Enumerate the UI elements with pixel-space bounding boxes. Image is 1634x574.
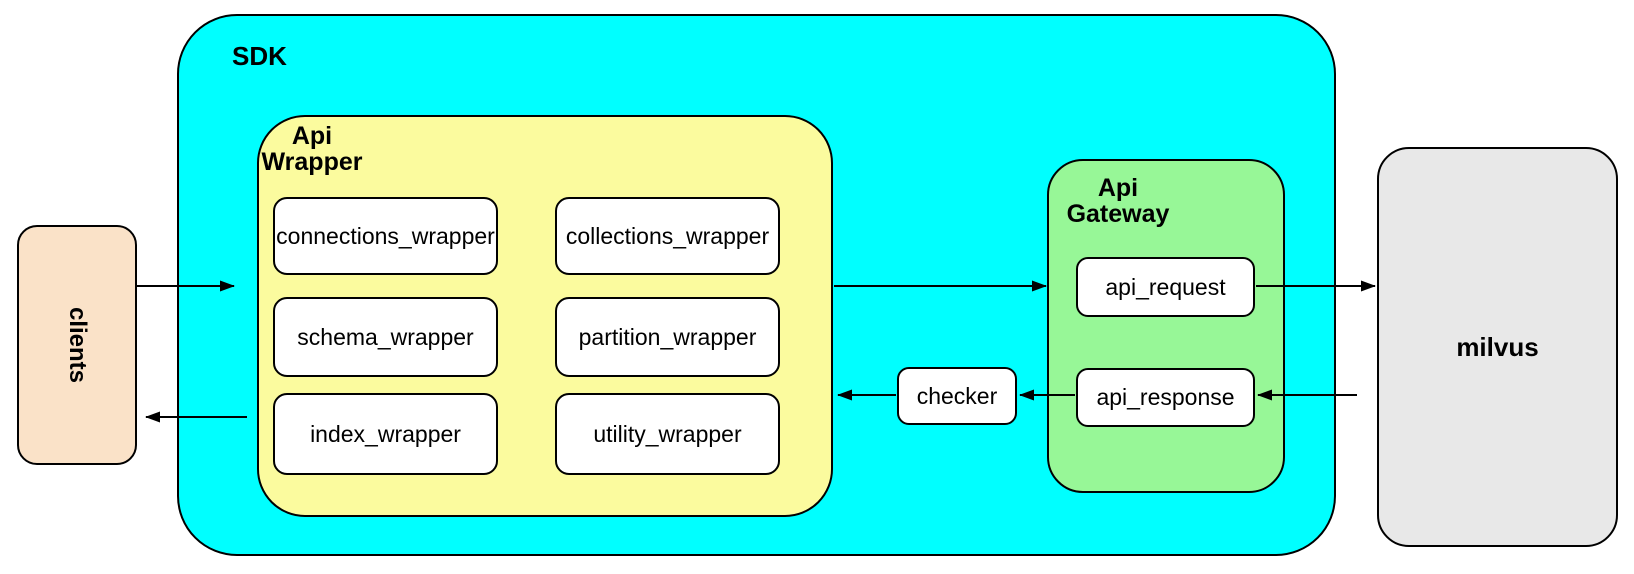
api-gateway-container: Api Gateway <box>1047 159 1285 493</box>
checker-node: checker <box>897 367 1017 425</box>
checker-label: checker <box>916 382 998 409</box>
milvus-label: milvus <box>1456 331 1539 362</box>
schema-wrapper-node: schema_wrapper <box>273 297 498 377</box>
api-response-label: api_response <box>1096 384 1235 410</box>
utility-wrapper-label: utility_wrapper <box>593 420 742 447</box>
sdk-label: SDK <box>232 41 287 71</box>
connections-wrapper-node: connections_wrapper <box>273 197 498 275</box>
connections-wrapper-label: connections_wrapper <box>276 222 495 249</box>
utility-wrapper-node: utility_wrapper <box>555 393 780 475</box>
index-wrapper-label: index_wrapper <box>310 420 461 447</box>
partition-wrapper-node: partition_wrapper <box>555 297 780 377</box>
api-response-node: api_response <box>1076 368 1255 427</box>
api-gateway-label: Api Gateway <box>1066 174 1170 228</box>
collections-wrapper-node: collections_wrapper <box>555 197 780 275</box>
clients-label: clients <box>64 306 91 384</box>
partition-wrapper-label: partition_wrapper <box>578 323 757 350</box>
clients-node: clients <box>17 225 137 465</box>
index-wrapper-node: index_wrapper <box>273 393 498 475</box>
milvus-node: milvus <box>1377 147 1618 547</box>
api-request-label: api_request <box>1105 273 1226 300</box>
schema-wrapper-label: schema_wrapper <box>297 323 474 350</box>
api-request-node: api_request <box>1076 257 1255 317</box>
collections-wrapper-label: collections_wrapper <box>565 222 770 249</box>
api-wrapper-label: Api Wrapper <box>261 122 363 176</box>
